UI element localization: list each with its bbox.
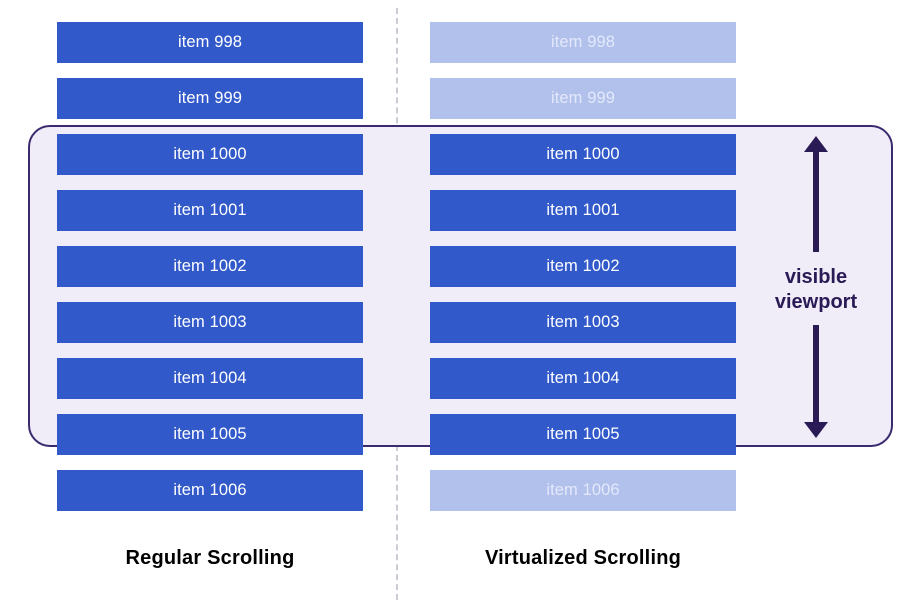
arrow-down-icon — [801, 325, 831, 438]
visible-viewport-label-line1: visible — [784, 266, 848, 289]
virtualized-list-item[interactable]: item 999 — [430, 78, 736, 119]
caption-regular-scrolling: Regular Scrolling — [125, 547, 295, 569]
caption-virtualized-scrolling: Virtualized Scrolling — [484, 547, 682, 569]
visible-viewport-label: visible viewport — [775, 259, 857, 318]
regular-list-item[interactable]: item 1005 — [57, 414, 363, 455]
regular-list-item[interactable]: item 999 — [57, 78, 363, 119]
arrow-up-icon — [801, 136, 831, 252]
virtualized-list-item[interactable]: item 1001 — [430, 190, 736, 231]
virtualized-list-item[interactable]: item 998 — [430, 22, 736, 63]
virtualized-list-item[interactable]: item 1004 — [430, 358, 736, 399]
virtualized-list-item[interactable]: item 1003 — [430, 302, 736, 343]
virtualized-list-item[interactable]: item 1000 — [430, 134, 736, 175]
regular-list-item[interactable]: item 1000 — [57, 134, 363, 175]
virtualized-list-item[interactable]: item 1005 — [430, 414, 736, 455]
regular-list-item[interactable]: item 1002 — [57, 246, 363, 287]
virtualized-list-item[interactable]: item 1006 — [430, 470, 736, 511]
virtualized-list-item[interactable]: item 1002 — [430, 246, 736, 287]
regular-list-item[interactable]: item 1003 — [57, 302, 363, 343]
visible-viewport-annotation: visible viewport — [757, 136, 875, 438]
regular-list-item[interactable]: item 998 — [57, 22, 363, 63]
regular-list-item[interactable]: item 1006 — [57, 470, 363, 511]
visible-viewport-label-line2: viewport — [774, 290, 858, 313]
regular-list-item[interactable]: item 1004 — [57, 358, 363, 399]
regular-list-item[interactable]: item 1001 — [57, 190, 363, 231]
